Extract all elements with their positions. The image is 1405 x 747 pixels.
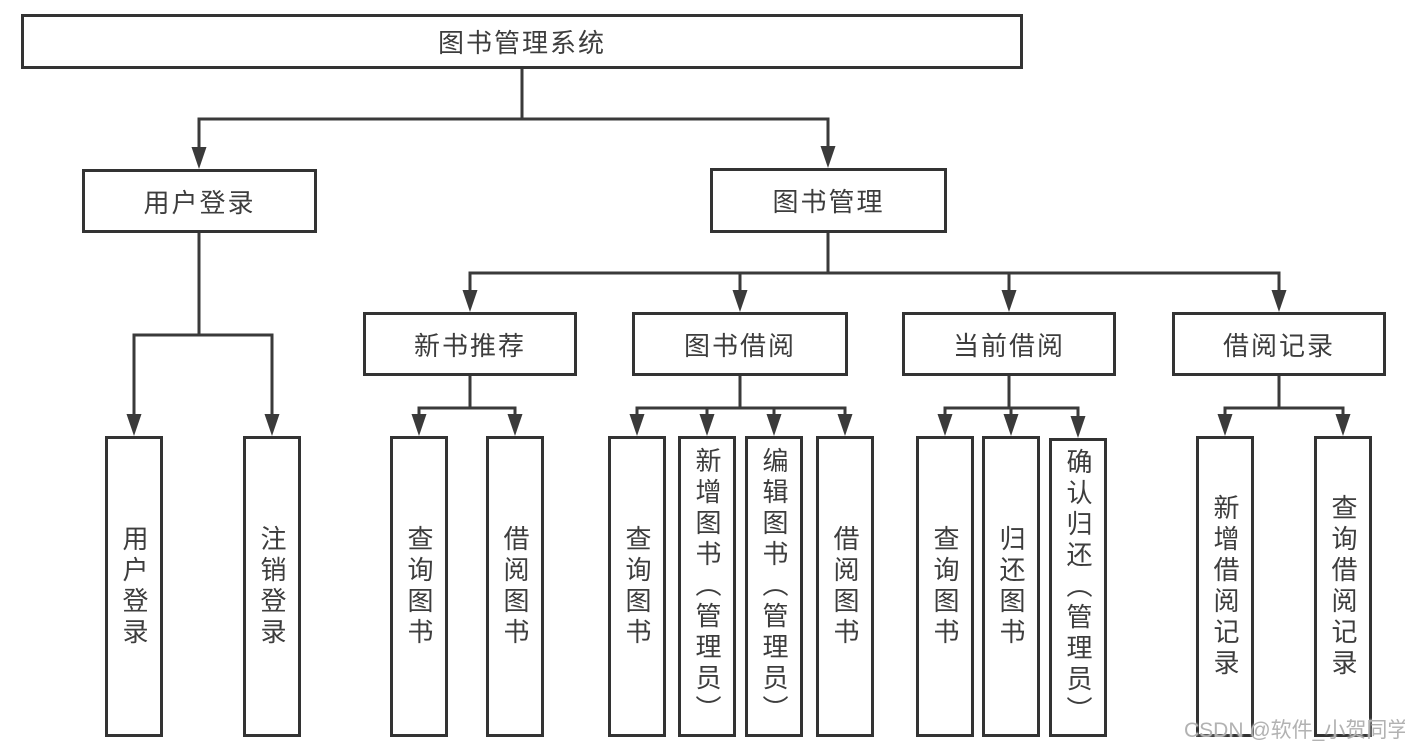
leaf-add-borrow-record: 新增借阅记录 — [1196, 436, 1254, 737]
arrowhead — [837, 414, 853, 436]
arrowhead — [1335, 414, 1351, 436]
node-borrow-record: 借阅记录 — [1172, 312, 1386, 376]
leaf-user-login: 用户登录 — [105, 436, 163, 737]
leaf-add-book-admin: 新增图书（管理员） — [678, 436, 736, 737]
arrowhead — [191, 147, 207, 169]
leaf-query-book-current: 查询图书 — [916, 436, 974, 737]
arrowhead — [820, 146, 836, 168]
arrowhead — [1070, 416, 1086, 438]
leaf-query-borrow-record: 查询借阅记录 — [1314, 436, 1372, 737]
leaf-confirm-return-admin: 确认归还（管理员） — [1049, 438, 1107, 737]
arrowhead — [462, 290, 478, 312]
leaf-borrow-book-recommend: 借阅图书 — [486, 436, 544, 737]
node-book-management: 图书管理 — [710, 168, 947, 233]
leaf-query-book-recommend: 查询图书 — [390, 436, 448, 737]
arrowhead — [1217, 414, 1233, 436]
leaf-edit-book-admin: 编辑图书（管理员） — [745, 436, 803, 737]
arrowhead — [264, 414, 280, 436]
leaf-logout: 注销登录 — [243, 436, 301, 737]
arrowhead — [507, 414, 523, 436]
arrowhead — [1271, 290, 1287, 312]
leaf-return-book: 归还图书 — [982, 436, 1040, 737]
csdn-watermark: CSDN @软件_小贺同学 — [1184, 719, 1405, 742]
node-new-book-recommend: 新书推荐 — [363, 312, 577, 376]
leaf-borrow-book: 借阅图书 — [816, 436, 874, 737]
arrowhead — [732, 290, 748, 312]
arrowhead — [937, 414, 953, 436]
node-library-management-system: 图书管理系统 — [21, 14, 1023, 69]
leaf-query-book-borrow: 查询图书 — [608, 436, 666, 737]
arrowhead — [1003, 414, 1019, 436]
arrowhead — [411, 414, 427, 436]
node-user-login: 用户登录 — [82, 169, 317, 233]
node-current-borrow: 当前借阅 — [902, 312, 1116, 376]
arrowhead — [1001, 290, 1017, 312]
arrowhead — [629, 414, 645, 436]
arrowhead — [126, 414, 142, 436]
arrowhead — [766, 414, 782, 436]
arrowhead — [699, 414, 715, 436]
node-book-borrow: 图书借阅 — [632, 312, 848, 376]
